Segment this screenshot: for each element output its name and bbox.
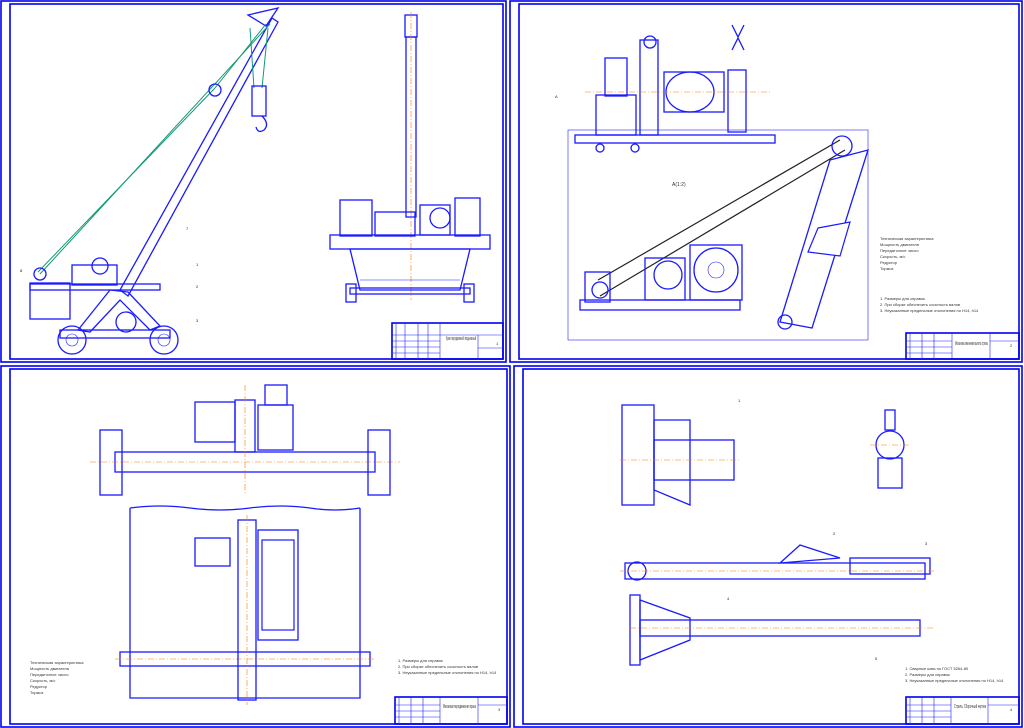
callout: 4 [727, 596, 730, 601]
note-line: 1. Размеры для справок [880, 296, 925, 301]
spec-line: Техническая характеристика [30, 660, 84, 665]
sheet-4-boom-assembly: 1 2 3 4 5 1. Сварные швы по ГОСТ 5264-80… [513, 365, 1023, 728]
note-line: 2. При сборке обеспечить соосность валов [398, 664, 478, 669]
travel-front-view [115, 505, 375, 705]
callout: 8 [20, 268, 23, 273]
travel-top-view [90, 384, 400, 496]
title-block-1: Кран передвижной подъемный 1 [391, 322, 504, 360]
note-line: 3. Неуказанные предельные отклонения по … [905, 678, 1004, 683]
callout: 2 [196, 284, 199, 289]
callout: 2 [833, 531, 836, 536]
spec-line: Тормоз [880, 266, 894, 271]
note-line: 3. Неуказанные предельные отклонения по … [398, 670, 497, 675]
note-line: 3. Неуказанные предельные отклонения по … [880, 308, 979, 313]
spec-line: Мощность двигателя [880, 242, 919, 247]
callout: 3 [925, 541, 928, 546]
sheet-number: 3 [498, 707, 501, 712]
spec-line: Редуктор [30, 684, 48, 689]
callout: 7 [186, 226, 189, 231]
sheet-title: Кран передвижной подъемный [446, 335, 476, 342]
callout: 1 [738, 398, 741, 403]
spec-line: Техническая характеристика [880, 236, 934, 241]
crane-side-view: 7 8 1 2 3 [20, 6, 280, 355]
sheet-title: Механизм передвижения крана [443, 704, 476, 710]
boom-section-view [579, 135, 869, 330]
sheet-title: Стрела. Сборочный чертеж [954, 703, 986, 710]
notes-4: 1. Сварные швы по ГОСТ 5264-80 2. Размер… [905, 666, 1004, 683]
sheet-number: 2 [1010, 343, 1013, 348]
crane-front-view [329, 12, 491, 303]
note-line: 2. Размеры для справок [905, 672, 950, 677]
spec-line: Мощность двигателя [30, 666, 69, 671]
sheet-3-travel-mechanism: Техническая характеристика Мощность двиг… [0, 365, 511, 728]
sheet-title: Механизм изменения вылета стрелы [955, 341, 988, 347]
specs-3: Техническая характеристика Мощность двиг… [30, 658, 497, 695]
boom-root-detail [620, 404, 740, 506]
callout: 3 [196, 318, 199, 323]
sheet-2-luffing-mechanism: А A(1:2) Техническая характеристика Мощн… [509, 0, 1023, 363]
spec-line: Передаточное число [30, 672, 69, 677]
boom-side-view [620, 544, 935, 581]
note-line: 2. При сборке обеспечить соосность валов [880, 302, 960, 307]
spec-line: Тормоз [30, 690, 44, 695]
note-line: 1. Сварные швы по ГОСТ 5264-80 [905, 666, 969, 671]
note-line: 1. Размеры для справок [398, 658, 443, 663]
view-label: А [555, 94, 558, 99]
sheet-number: 4 [1010, 707, 1013, 712]
boom-top-view [629, 594, 935, 666]
winch-view: А [555, 24, 776, 153]
section-label: A(1:2) [672, 182, 686, 188]
callout: 1 [196, 262, 199, 267]
spec-line: Передаточное число [880, 248, 919, 253]
spec-line: Скорость, м/с [880, 254, 905, 259]
boom-section-detail [870, 409, 910, 489]
title-block-2: Механизм изменения вылета стрелы 2 [905, 332, 1020, 360]
title-block-3: Механизм передвижения крана 3 [394, 696, 508, 725]
spec-line: Скорость, м/с [30, 678, 55, 683]
spec-line: Редуктор [880, 260, 898, 265]
sheet-number: 1 [496, 341, 499, 346]
specs-2: Техническая характеристика Мощность двиг… [880, 236, 979, 313]
title-block-4: Стрела. Сборочный чертеж 4 [905, 696, 1020, 725]
callout: 5 [875, 656, 878, 661]
sheet-1-general-view: 7 8 1 2 3 [0, 0, 507, 363]
